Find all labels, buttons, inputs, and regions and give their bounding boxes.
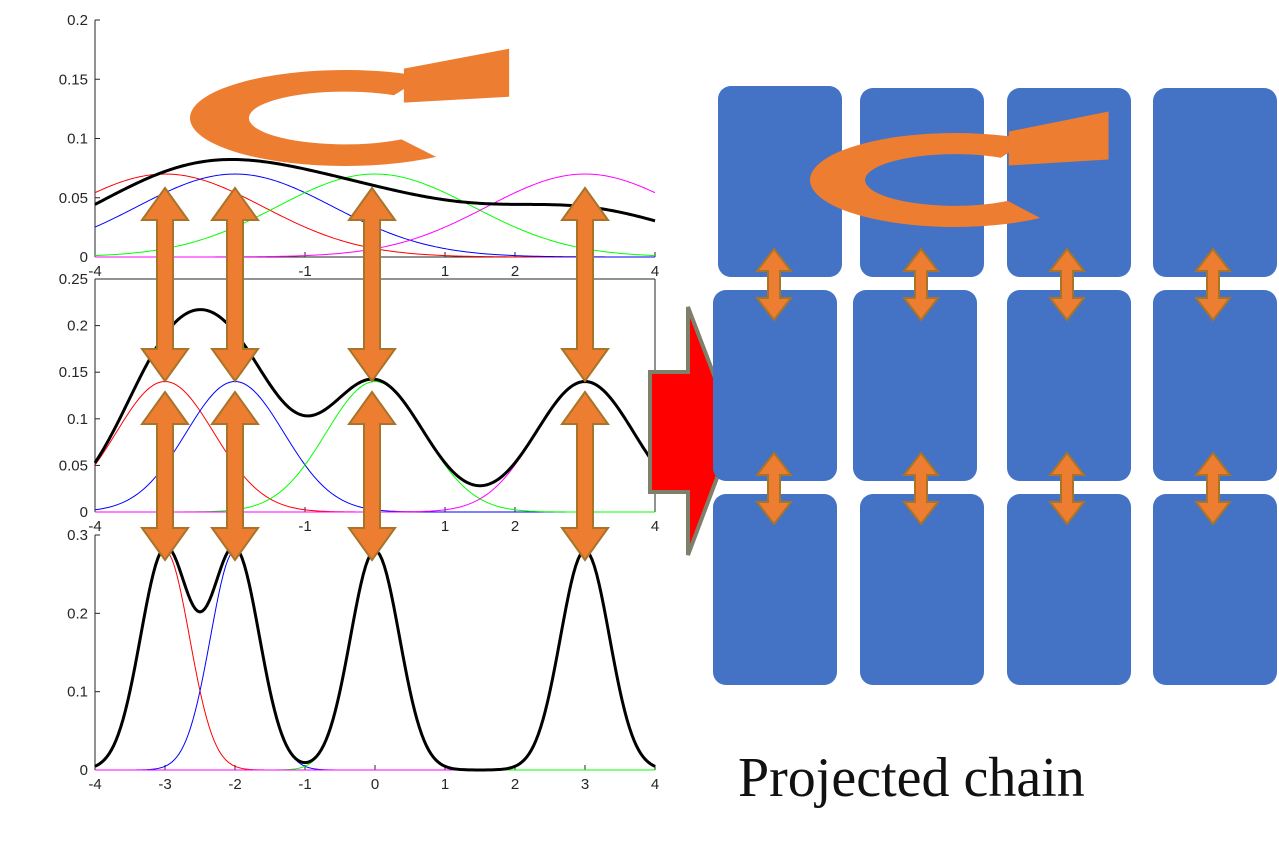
x-tick-label: 4 xyxy=(651,776,659,793)
x-tick-label: 0 xyxy=(371,776,379,793)
component-curve-3 xyxy=(94,173,656,257)
y-tick-label: 0.2 xyxy=(67,318,88,335)
x-tick-label: -4 xyxy=(88,776,101,793)
chain-blocks-grid xyxy=(713,86,1277,685)
y-tick-label: 0.15 xyxy=(59,71,88,88)
chain-block xyxy=(718,86,842,277)
cycle-head xyxy=(1008,111,1109,166)
double-arrow-icon xyxy=(140,390,190,562)
cycle-ring xyxy=(810,133,1041,227)
double-arrow-icon xyxy=(1193,451,1233,526)
x-tick-label: 1 xyxy=(441,776,449,793)
x-tick-label: 2 xyxy=(511,518,519,535)
x-tick-label: 4 xyxy=(651,518,659,535)
double-arrow-icon xyxy=(754,451,794,526)
y-tick-label: 0 xyxy=(80,762,88,779)
chart-swap-arrows xyxy=(140,186,610,562)
cycle-ring xyxy=(189,69,437,166)
projected-chain-caption: Projected chain xyxy=(738,747,1085,809)
chain-block xyxy=(713,290,837,481)
double-arrow-icon xyxy=(754,247,794,322)
double-arrow-icon xyxy=(560,390,610,562)
y-tick-label: 0.1 xyxy=(67,131,88,148)
cycle-head xyxy=(403,48,510,103)
chart-panel-3: 0 0.1 0.2 0.3 -4 -3 -2 -1 0 1 2 3 4 xyxy=(67,527,659,793)
double-arrow-icon xyxy=(210,390,260,562)
x-tick-label: -1 xyxy=(298,518,311,535)
x-tick-label: -2 xyxy=(228,776,241,793)
charts-group: 0 0.05 0.1 0.15 0.2 -4 -3 -2 -1 0 1 2 3 4 0 0.05 0.1 0.15… xyxy=(59,12,659,793)
double-arrow-icon xyxy=(560,186,610,383)
chain-block xyxy=(1153,88,1277,277)
y-tick-label: 0.25 xyxy=(59,271,88,288)
double-arrow-icon xyxy=(140,186,190,383)
chain-block xyxy=(1007,290,1131,481)
y-tick-label: 0.1 xyxy=(67,411,88,428)
mixture-curve xyxy=(94,157,656,223)
y-tick-label: 0.05 xyxy=(59,190,88,207)
cycle-arrow-icon-right xyxy=(810,111,1109,227)
red-arrow-shape xyxy=(648,306,738,556)
projection-arrow-icon xyxy=(648,306,738,556)
x-tick-label: 1 xyxy=(441,518,449,535)
x-tick-label: 1 xyxy=(441,263,449,280)
y-tick-label: 0.2 xyxy=(67,605,88,622)
cycle-shape xyxy=(189,48,510,166)
y-tick-label: 0 xyxy=(80,249,88,266)
cycle-shape xyxy=(810,111,1109,227)
chain-block xyxy=(853,290,977,481)
chain-block xyxy=(860,494,984,685)
y-tick-label: 0.2 xyxy=(67,12,88,29)
double-arrow-icon xyxy=(901,247,941,322)
x-tick-label: 2 xyxy=(511,263,519,280)
x-tick-label: 4 xyxy=(651,263,659,280)
x-tick-label: 3 xyxy=(581,776,589,793)
y-tick-label: 0.1 xyxy=(67,684,88,701)
double-arrow-icon xyxy=(347,186,397,383)
double-arrow-icon xyxy=(1047,451,1087,526)
x-tick-label: -1 xyxy=(298,776,311,793)
x-tick-label: -1 xyxy=(298,263,311,280)
chain-block xyxy=(713,494,837,685)
y-tick-label: 0.05 xyxy=(59,457,88,474)
x-tick-label: -3 xyxy=(158,776,171,793)
double-arrow-icon xyxy=(210,186,260,383)
mixture-curve xyxy=(94,545,656,772)
chain-block xyxy=(1007,88,1131,277)
chain-block xyxy=(1007,494,1131,685)
x-tick-label: -4 xyxy=(88,263,101,280)
chain-block xyxy=(1153,494,1277,685)
block-swap-arrows xyxy=(754,247,1233,526)
double-arrow-icon xyxy=(347,390,397,562)
x-tick-label: -4 xyxy=(88,518,101,535)
y-tick-label: 0.3 xyxy=(67,527,88,544)
y-tick-label: 0 xyxy=(80,504,88,521)
double-arrow-icon xyxy=(1047,247,1087,322)
double-arrow-icon xyxy=(1193,247,1233,322)
double-arrow-icon xyxy=(901,451,941,526)
y-tick-label: 0.15 xyxy=(59,364,88,381)
chain-block xyxy=(1153,290,1277,481)
chain-block xyxy=(860,88,984,277)
x-tick-label: 2 xyxy=(511,776,519,793)
mixture-curve xyxy=(93,308,657,488)
cycle-arrow-icon-left xyxy=(189,48,510,166)
